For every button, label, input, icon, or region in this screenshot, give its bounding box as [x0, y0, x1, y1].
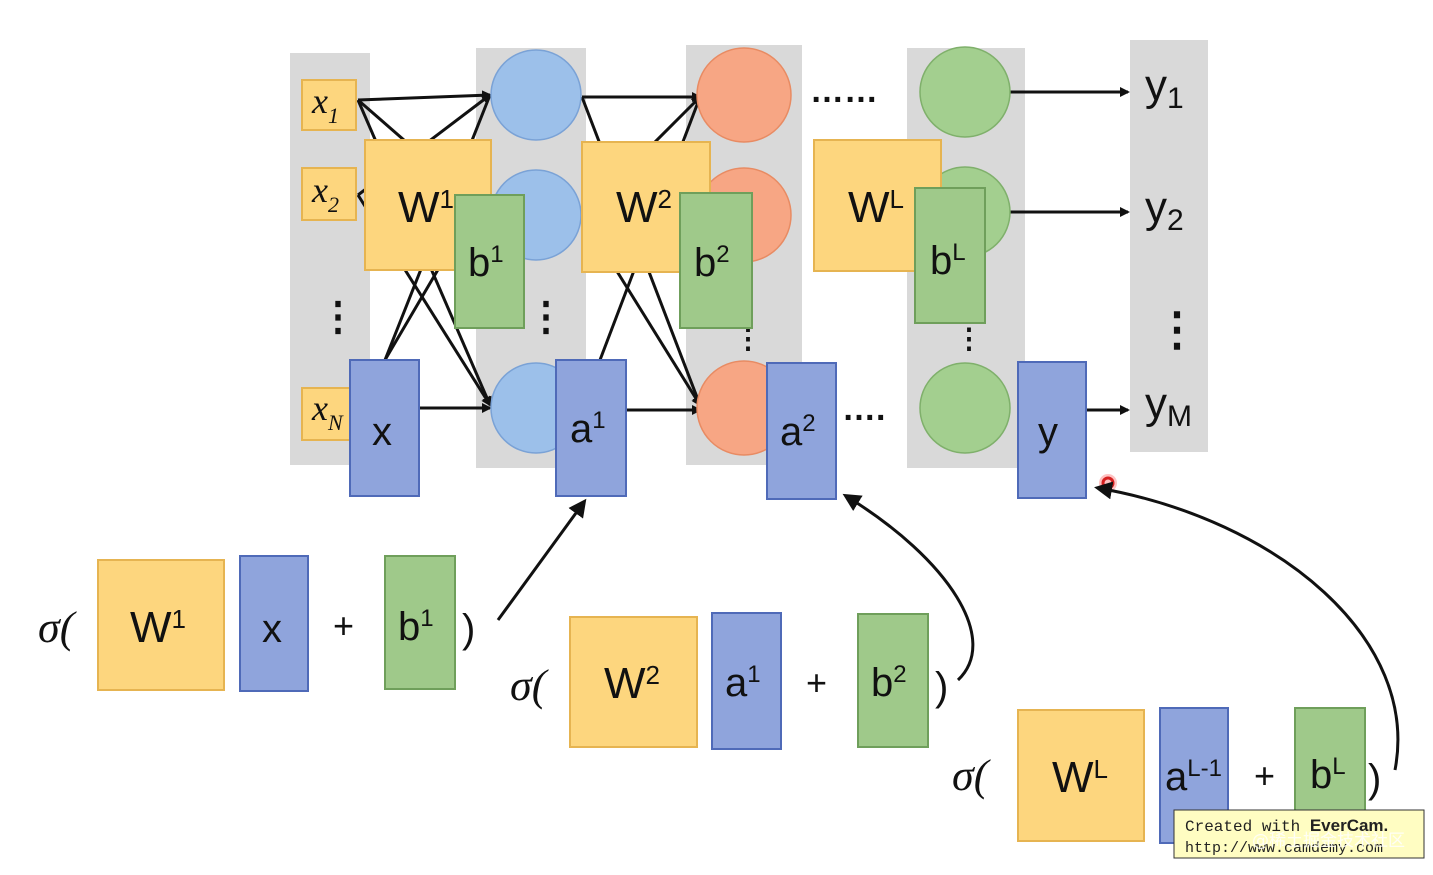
svg-text:a1: a1	[570, 407, 606, 451]
svg-text:bL: bL	[930, 239, 966, 283]
eq1-weight-box	[97, 559, 225, 691]
svg-text:a2: a2	[780, 410, 816, 454]
eqL-close: )	[1368, 757, 1381, 801]
neuron-layer1-1	[490, 49, 582, 141]
mid-horizontal-dots: ….	[842, 390, 885, 428]
output-column-bg	[1130, 40, 1208, 452]
input-label-x2: x2	[311, 170, 339, 217]
edges-output	[1010, 87, 1130, 415]
output-label-yM: yM	[1145, 379, 1192, 433]
input-box-x2	[301, 167, 357, 221]
eq2-input-label: a1	[725, 661, 761, 705]
output-vertical-dots: ⋮	[1154, 303, 1200, 355]
overlay-b1: b1	[454, 194, 525, 329]
eq1-bias-box	[384, 555, 456, 690]
eq1-input-box	[239, 555, 309, 692]
arrow-eq1-to-a1	[496, 498, 587, 621]
top-horizontal-dots: ……	[810, 72, 878, 110]
equation-2: σ( W2 a1 + b2 )	[510, 612, 948, 750]
eq2-close: )	[935, 665, 948, 709]
eq2-weight-label: W2	[604, 659, 660, 708]
overlay-a2: a2	[766, 362, 837, 500]
eqL-plus: +	[1254, 755, 1275, 796]
arrow-eq2-to-a2	[842, 493, 975, 682]
arrow-eqL-to-y	[1094, 481, 1400, 771]
eq2-sigma: σ(	[510, 661, 549, 710]
eq2-weight-box	[569, 616, 698, 748]
output-label-y1: y1	[1145, 61, 1184, 115]
overlay-b2: b2	[679, 192, 753, 329]
eq2-bias-label: b2	[871, 661, 907, 705]
layer1-vertical-dots: ⋮	[526, 295, 566, 339]
eq1-close: )	[462, 607, 475, 651]
eqL-weight-box	[1017, 709, 1145, 842]
watermark-line2: http://www.camdemy.com	[1185, 840, 1383, 857]
svg-text:b1: b1	[468, 241, 504, 285]
overlay-a1: a1	[555, 359, 627, 497]
svg-text:b2: b2	[694, 241, 730, 285]
neuron-layerL-n	[919, 362, 1011, 454]
svg-text:x: x	[372, 410, 392, 454]
input-box-x1	[301, 79, 357, 131]
evercam-watermark: Created with EverCam. http://www.camdemy…	[1173, 809, 1425, 859]
eq1-weight-label: W1	[130, 603, 186, 652]
watermark-overlay: @稀土掘金技术社区	[1252, 831, 1405, 851]
layerL-vertical-dots: ⋮	[955, 323, 983, 354]
eq1-bias-label: b1	[398, 605, 434, 649]
eq2-bias-box	[857, 613, 929, 748]
svg-text:W2: W2	[616, 183, 672, 232]
output-label-y2: y2	[1145, 183, 1184, 237]
input-vertical-dots: ⋮	[318, 295, 358, 339]
eq2-plus: +	[806, 662, 827, 703]
neuron-layer2-1	[696, 47, 792, 143]
overlay-x: x	[349, 359, 420, 497]
eq1-sigma: σ(	[38, 603, 77, 652]
svg-text:y: y	[1038, 410, 1058, 454]
input-label-x1: x1	[311, 81, 339, 128]
eqL-sigma: σ(	[952, 751, 991, 800]
input-label-xN: xN	[311, 388, 344, 435]
eq1-plus: +	[333, 605, 354, 646]
svg-text:W1: W1	[398, 183, 454, 232]
equation-1: σ( W1 x + b1 )	[38, 555, 475, 692]
eqL-bias-label: bL	[1310, 753, 1346, 797]
overlay-y: y	[1017, 361, 1087, 499]
neuron-layerL-1	[919, 46, 1011, 138]
eqL-input-label: aL-1	[1165, 755, 1222, 799]
overlay-bL: bL	[914, 187, 986, 324]
eq1-input-label: x	[262, 607, 282, 651]
eq2-input-box	[711, 612, 782, 750]
input-box-xN	[301, 387, 357, 441]
svg-text:WL: WL	[848, 183, 904, 232]
eqL-weight-label: WL	[1052, 753, 1108, 802]
watermark-line1: Created with EverCam.	[1185, 816, 1388, 836]
